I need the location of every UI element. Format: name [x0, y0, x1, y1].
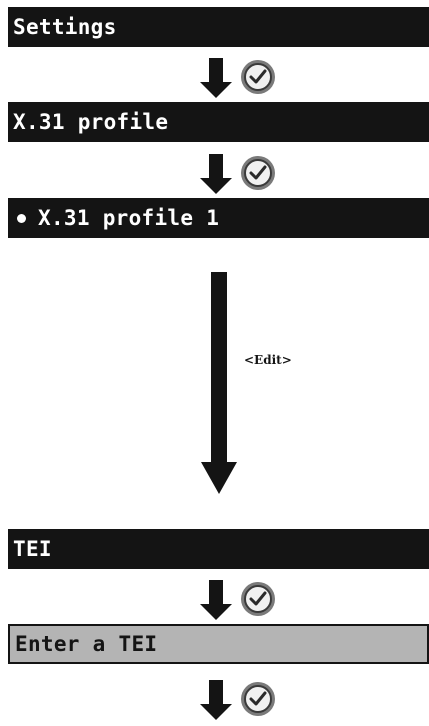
confirm-step	[200, 152, 290, 196]
confirm-step	[200, 578, 290, 622]
input-prompt-label: Enter a TEI	[15, 632, 157, 656]
down-arrow-icon	[200, 154, 232, 194]
checkmark-icon[interactable]	[241, 682, 275, 716]
down-arrow-icon	[200, 58, 232, 98]
selected-bullet-icon	[17, 214, 26, 223]
confirm-step	[200, 56, 290, 100]
menu-bar-label: X.31 profile	[13, 110, 168, 134]
down-arrow-icon	[200, 680, 232, 720]
menu-bar-x31-profile[interactable]: X.31 profile	[8, 102, 429, 142]
input-prompt-enter-tei[interactable]: Enter a TEI	[8, 624, 429, 664]
checkmark-icon[interactable]	[241, 156, 275, 190]
edit-key-label: <Edit>	[244, 353, 292, 367]
down-arrow-icon	[198, 272, 242, 496]
menu-bar-label: X.31 profile 1	[38, 206, 219, 230]
menu-bar-settings[interactable]: Settings	[8, 7, 429, 47]
checkmark-icon[interactable]	[241, 60, 275, 94]
menu-bar-tei[interactable]: TEI	[8, 529, 429, 569]
menu-bar-label: Settings	[13, 15, 117, 39]
menu-bar-label: TEI	[13, 537, 52, 561]
down-arrow-icon	[200, 580, 232, 620]
confirm-step	[200, 678, 290, 722]
menu-bar-x31-profile-1[interactable]: X.31 profile 1	[8, 198, 429, 238]
checkmark-icon[interactable]	[241, 582, 275, 616]
